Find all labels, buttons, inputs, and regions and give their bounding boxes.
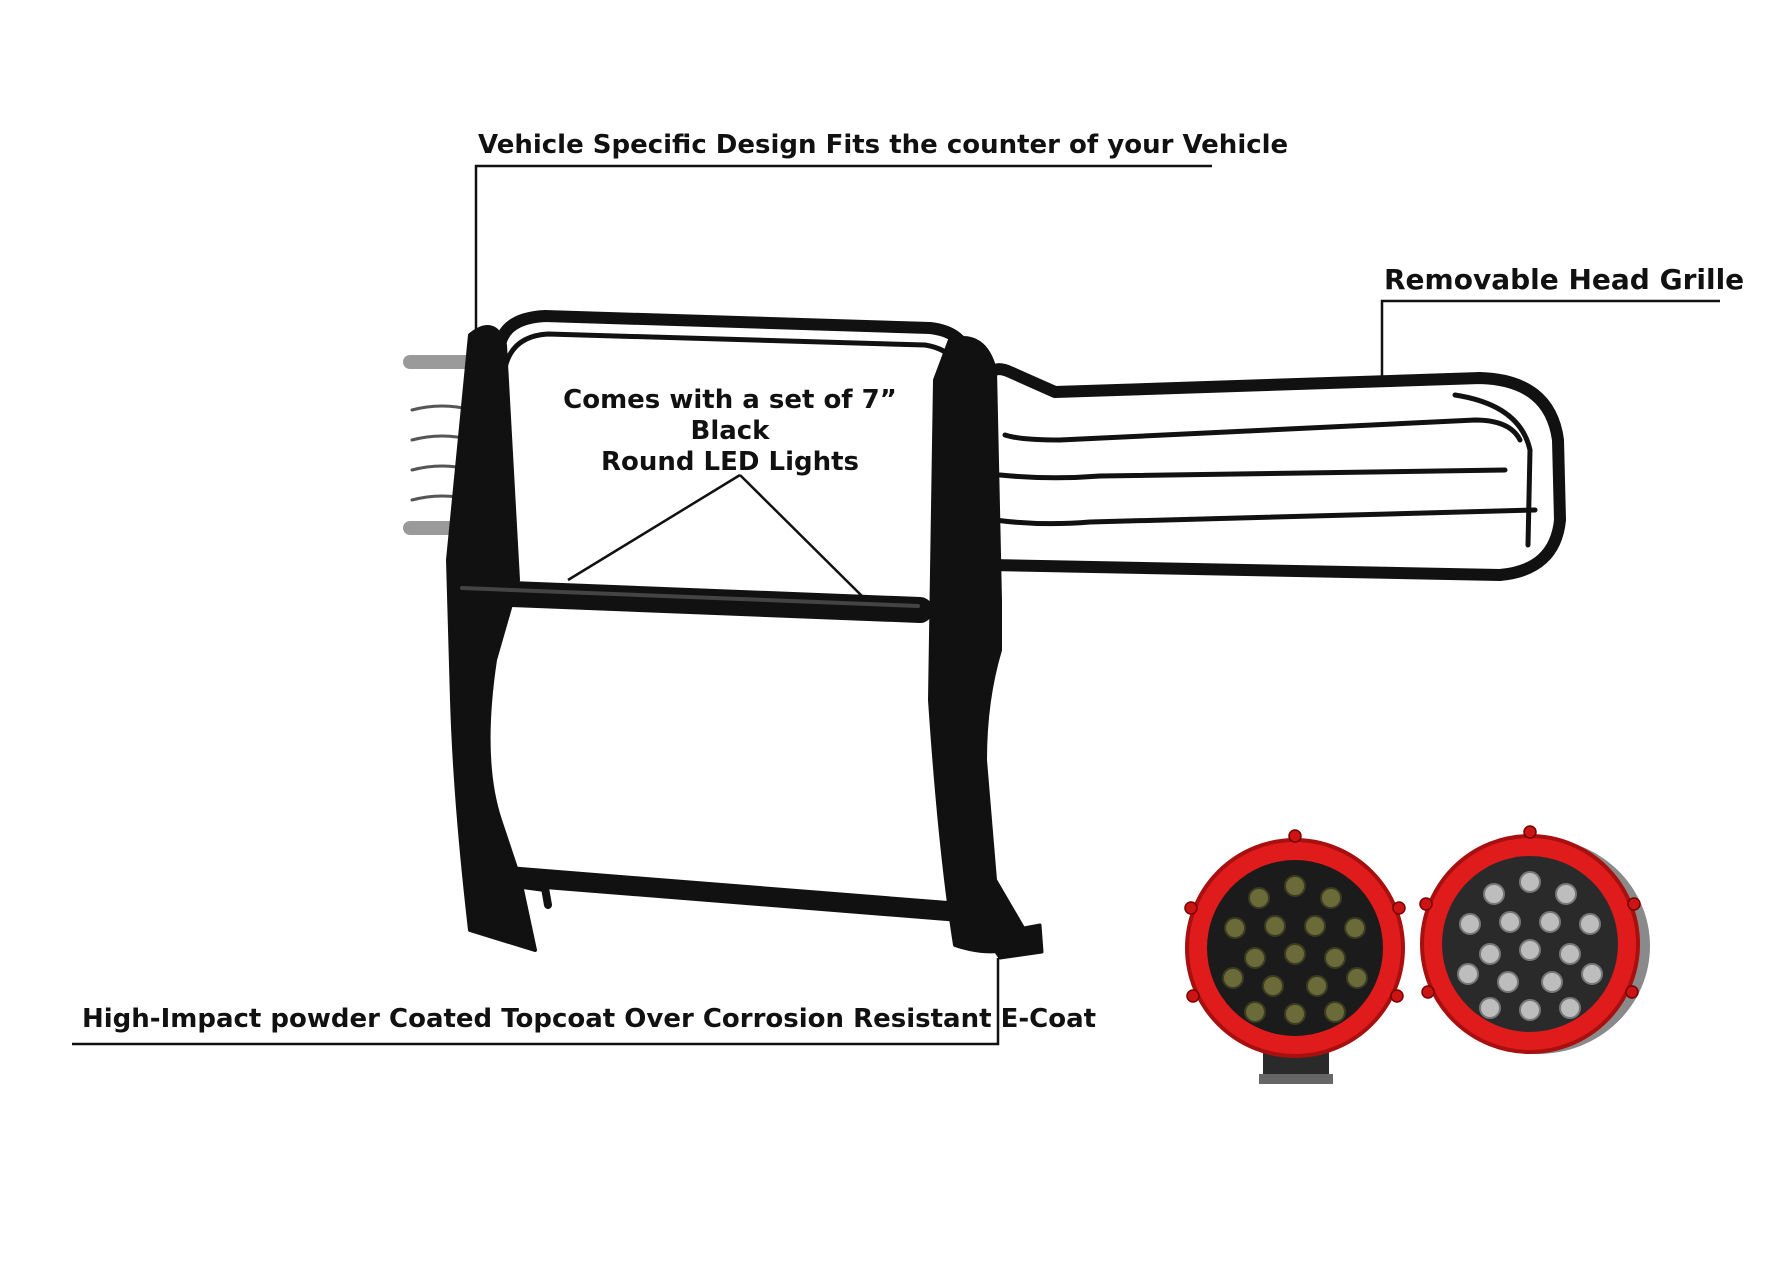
right-upright	[928, 336, 1032, 954]
callout-led-lights: Comes with a set of 7” Black Round LED L…	[520, 385, 940, 479]
led-light-front-icon	[1184, 829, 1406, 1084]
callout-head-grille: Removable Head Grille	[1384, 263, 1745, 296]
callout-coating: High-Impact powder Coated Topcoat Over C…	[82, 1004, 1097, 1034]
leader-coating	[72, 958, 1000, 1046]
callout-led-line2: Round LED Lights	[600, 447, 860, 478]
callout-vehicle-design: Vehicle Specific Design Fits the counter…	[478, 130, 1289, 160]
leader-head-grille	[1380, 299, 1720, 385]
removable-head-grille	[984, 363, 1566, 581]
middle-crossbar	[447, 579, 933, 623]
leader-led-left	[567, 473, 741, 582]
leader-led-right	[739, 474, 867, 601]
left-upright	[446, 325, 537, 952]
leader-lines	[72, 164, 1720, 1046]
callout-led-line1: Comes with a set of 7” Black	[563, 385, 897, 447]
lower-crossbar	[485, 865, 970, 922]
leader-vehicle-design	[474, 164, 1212, 336]
bottom-bracket	[983, 923, 1044, 960]
led-light-angled-icon	[1419, 825, 1650, 1054]
grille-guard-icon	[403, 310, 1566, 960]
